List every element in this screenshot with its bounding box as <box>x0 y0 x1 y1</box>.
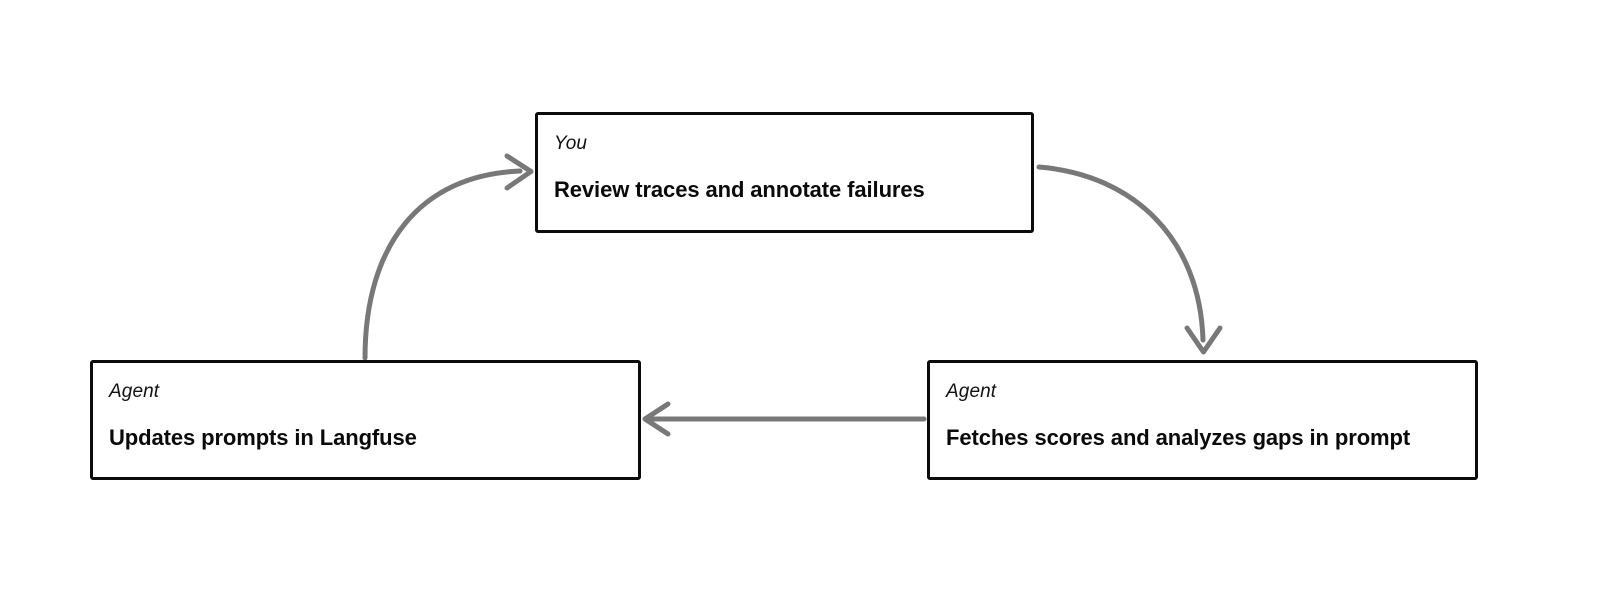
node-title-label: Updates prompts in Langfuse <box>109 424 417 450</box>
node-role-label: You <box>554 133 588 154</box>
edge-fetches-to-updates <box>642 401 927 437</box>
node-role-label: Agent <box>946 381 997 402</box>
node-agent-updates[interactable]: Agent Updates prompts in Langfuse <box>90 360 641 480</box>
node-title-label: Fetches scores and analyzes gaps in prom… <box>946 424 1411 450</box>
node-role-label: Agent <box>109 381 160 402</box>
node-you-review[interactable]: You Review traces and annotate failures <box>535 112 1034 233</box>
node-agent-fetches[interactable]: Agent Fetches scores and analyzes gaps i… <box>927 360 1478 480</box>
node-title-label: Review traces and annotate failures <box>554 176 925 202</box>
edge-you-to-fetches <box>1036 164 1223 355</box>
edge-updates-to-you <box>362 153 534 361</box>
